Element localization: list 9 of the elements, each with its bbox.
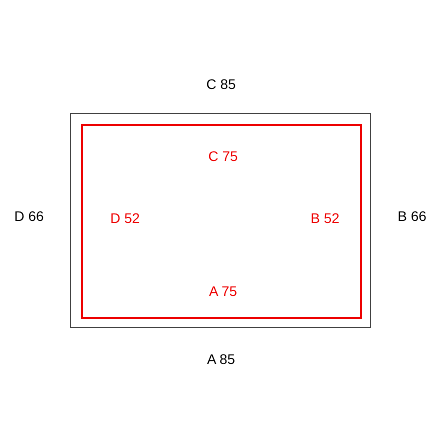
side-label: A 75 [208, 283, 238, 299]
side-label: C 75 [208, 148, 238, 164]
side-label: B 66 [398, 208, 426, 224]
side-label: D 66 [14, 208, 44, 224]
rectangle-frame [81, 124, 362, 319]
side-label: B 52 [310, 210, 340, 226]
side-label: C 85 [206, 76, 236, 92]
side-label: A 85 [206, 351, 236, 367]
side-label: D 52 [110, 210, 140, 226]
